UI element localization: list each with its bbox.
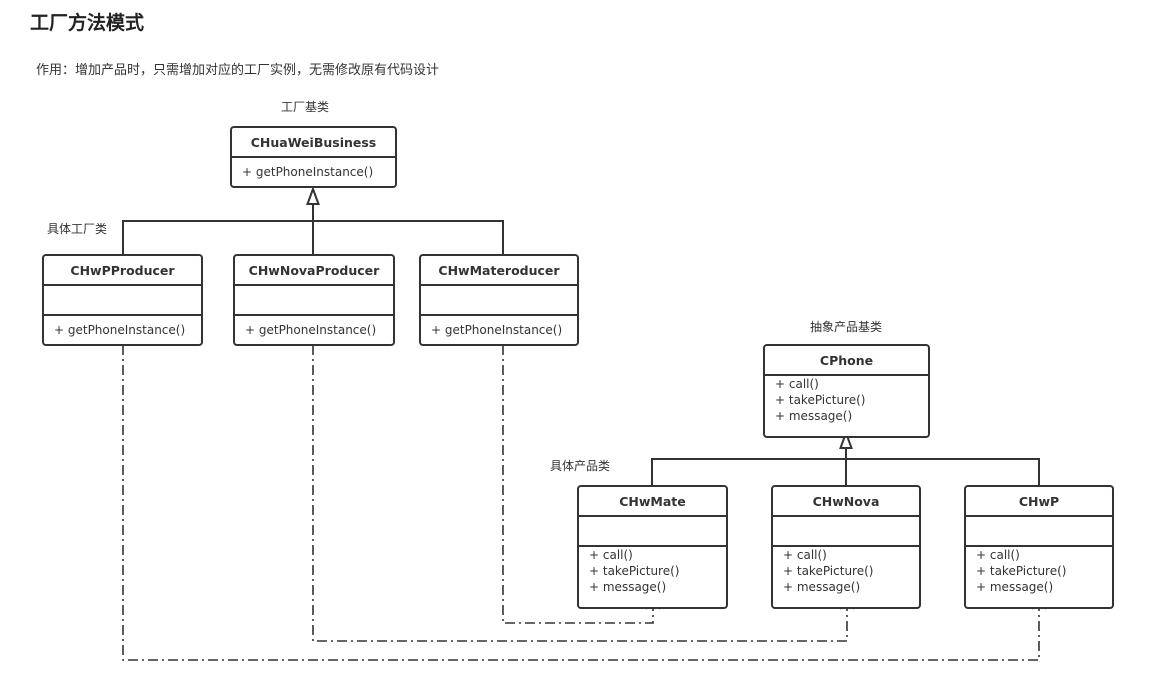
- class-box-chwmateroducer[interactable]: CHwMateroducer + getPhoneInstance(): [419, 254, 579, 346]
- class-name: CHwNova: [813, 494, 880, 509]
- label-abstract-product: 抽象产品基类: [810, 320, 882, 334]
- class-method: + getPhoneInstance(): [54, 323, 185, 337]
- class-box-chwnovaproducer[interactable]: CHwNovaProducer + getPhoneInstance(): [233, 254, 395, 346]
- label-factory-base: 工厂基类: [281, 100, 329, 114]
- class-method: + message(): [589, 580, 666, 594]
- class-method: + call(): [783, 548, 827, 562]
- dependency-line-chwmateroducer-chwmate: [502, 345, 654, 624]
- dependency-line-chwpproducer-chwp: [122, 345, 1040, 661]
- class-method: + getPhoneInstance(): [242, 165, 373, 179]
- class-name: CHuaWeiBusiness: [251, 135, 376, 150]
- class-method: + call(): [775, 377, 819, 391]
- generalization-line-products: [651, 449, 1040, 486]
- class-method: + takePicture(): [976, 564, 1066, 578]
- class-method: + message(): [783, 580, 860, 594]
- dependency-line-chwnovaproducer-chwnova: [312, 345, 848, 642]
- class-box-chwnova[interactable]: CHwNova + call() + takePicture() + message(…: [771, 485, 921, 609]
- generalization-arrow-product-base: [839, 430, 853, 449]
- generalization-line-factories: [122, 205, 504, 255]
- class-method: + call(): [589, 548, 633, 562]
- class-method: + call(): [976, 548, 1020, 562]
- class-name: CHwPProducer: [70, 263, 175, 278]
- class-name: CHwMateroducer: [438, 263, 560, 278]
- class-method: + getPhoneInstance(): [245, 323, 376, 337]
- class-method: + message(): [976, 580, 1053, 594]
- class-method: + takePicture(): [589, 564, 679, 578]
- class-name: CHwP: [1019, 494, 1059, 509]
- class-box-border: [419, 254, 579, 346]
- class-box-chuaweibusiness[interactable]: CHuaWeiBusiness + getPhoneInstance(): [230, 126, 397, 188]
- label-concrete-factory: 具体工厂类: [47, 222, 107, 236]
- class-name: CHwMate: [619, 494, 686, 509]
- class-box-chwp[interactable]: CHwP + call() + takePicture() + message(): [964, 485, 1114, 609]
- class-method: + message(): [775, 409, 852, 423]
- class-box-border: [763, 344, 930, 438]
- class-name: CHwNovaProducer: [249, 263, 380, 278]
- class-method: + getPhoneInstance(): [431, 323, 562, 337]
- class-method: + takePicture(): [783, 564, 873, 578]
- class-method: + takePicture(): [775, 393, 865, 407]
- class-box-cphone[interactable]: CPhone+ call() + takePicture() + message(): [763, 344, 930, 438]
- class-name: CPhone: [820, 353, 873, 368]
- description: 作用：增加产品时，只需增加对应的工厂实例，无需修改原有代码设计: [36, 63, 440, 78]
- label-concrete-product: 具体产品类: [550, 459, 610, 473]
- class-box-chwpproducer[interactable]: CHwPProducer + getPhoneInstance(): [42, 254, 203, 346]
- class-box-chwmate[interactable]: CHwMate + call() + takePicture() + message(…: [577, 485, 728, 609]
- class-box-border: [233, 254, 395, 346]
- generalization-arrow-factory-base: [306, 186, 320, 205]
- page-title: 工厂方法模式: [30, 12, 145, 34]
- class-box-border: [42, 254, 203, 346]
